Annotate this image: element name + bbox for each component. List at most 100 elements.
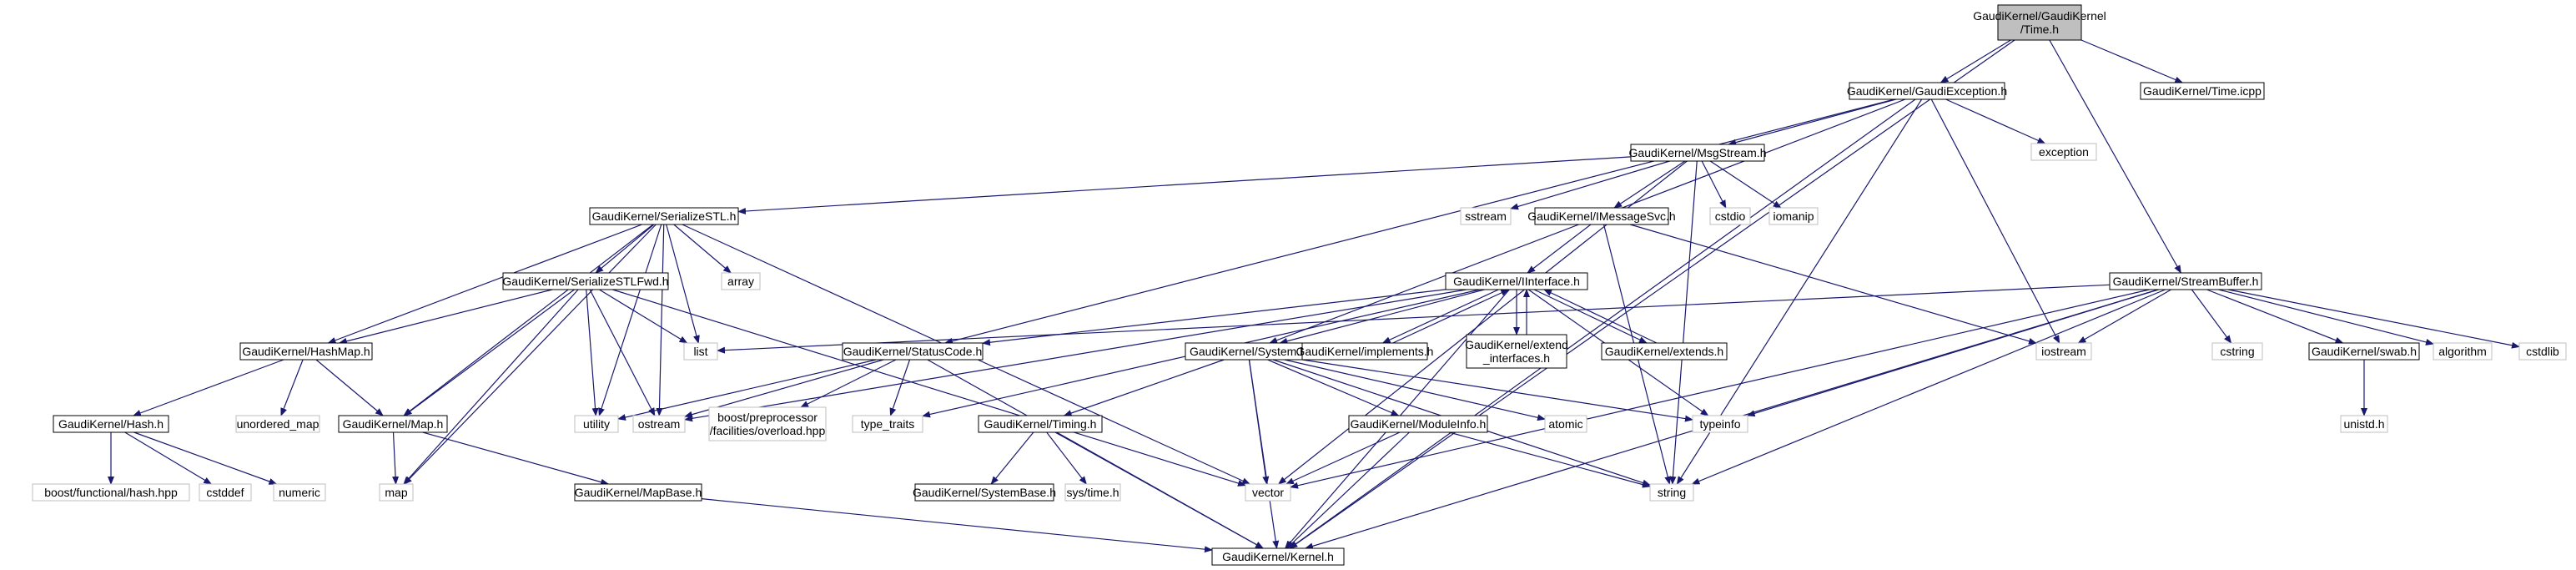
node-timeicpp[interactable]: GaudiKernel/Time.icpp <box>2140 82 2265 100</box>
node-label: ostream <box>638 417 681 431</box>
edge-gaudiexc-to-statuscode <box>944 98 1895 345</box>
node-box <box>1064 483 1121 502</box>
node-box <box>2211 342 2263 361</box>
node-system[interactable]: GaudiKernel/System.h <box>1185 342 1311 361</box>
edge-mapbase-to-kernel <box>701 498 1213 553</box>
edge-iinterface-to-system <box>1279 289 1485 345</box>
edge-serstl-to-map <box>404 224 657 485</box>
node-implements[interactable]: GaudiKernel/implements.h <box>1296 342 1434 361</box>
edge-serstlfwd-to-hashmap <box>338 289 553 345</box>
node-box <box>1211 547 1345 566</box>
node-box <box>589 207 739 225</box>
node-ostream: ostream <box>632 415 686 433</box>
node-cstddef: cstddef <box>199 483 252 502</box>
node-label: GaudiKernel/IInterface.h <box>1453 275 1580 288</box>
node-box <box>1245 483 1291 502</box>
edge-imsgsvc-to-iinterface <box>1527 224 1592 274</box>
node-cstdio: cstdio <box>1709 207 1751 225</box>
edge-system-to-moduleinfo <box>1267 359 1400 416</box>
edge-map_h-to-map <box>392 431 400 485</box>
edge-hashmap-to-map_h <box>315 359 384 416</box>
node-label: sys/time.h <box>1066 486 1119 499</box>
edge-streambuf-to-cstdlib <box>2227 289 2520 349</box>
node-extends[interactable]: GaudiKernel/extends.h <box>1601 342 1728 361</box>
edge-imsgsvc-to-iostream <box>1630 224 2037 345</box>
file-nodes: GaudiKernel/GaudiKernel/Time.hGaudiKerne… <box>32 4 2567 566</box>
node-swab[interactable]: GaudiKernel/swab.h <box>2308 342 2420 361</box>
edge-serstl-to-hashmap <box>327 224 642 344</box>
node-box <box>574 415 619 433</box>
node-serstl[interactable]: GaudiKernel/SerializeSTL.h <box>589 207 739 225</box>
node-box <box>1534 207 1669 225</box>
node-label: type_traits <box>861 417 915 431</box>
edge-streambuf-to-list <box>717 284 2111 354</box>
node-map_h[interactable]: GaudiKernel/Map.h <box>338 415 448 433</box>
node-cstdlib: cstdlib <box>2518 342 2567 361</box>
node-hashmap[interactable]: GaudiKernel/HashMap.h <box>239 342 373 361</box>
node-label: array <box>727 275 754 288</box>
node-label: GaudiKernel/StatusCode.h <box>843 345 983 358</box>
dependency-edges <box>108 39 2520 553</box>
node-label: GaudiKernel/GaudiException.h <box>1847 84 2007 98</box>
node-box <box>2109 272 2262 290</box>
edge-timing-to-systembase <box>990 431 1034 485</box>
edge-statuscode-to-typetraits <box>889 359 911 416</box>
node-iinterface[interactable]: GaudiKernel/IInterface.h <box>1445 272 1588 290</box>
edge-system-to-typeinfo <box>1301 359 1693 422</box>
node-label: cstdio <box>1715 209 1746 223</box>
node-label: boost/preprocessor <box>717 411 818 424</box>
node-msgstream[interactable]: GaudiKernel/MsgStream.h <box>1629 144 1767 162</box>
node-label: numeric <box>279 486 320 499</box>
edge-hashmap-to-hash <box>132 359 284 416</box>
node-label: GaudiKernel/StreamBuffer.h <box>2113 275 2259 288</box>
node-label: GaudiKernel/Time.icpp <box>2143 84 2262 98</box>
node-utility: utility <box>574 415 619 433</box>
node-box <box>2518 342 2567 361</box>
node-box <box>273 483 326 502</box>
node-systembase[interactable]: GaudiKernel/SystemBase.h <box>913 483 1056 502</box>
node-label: cstdlib <box>2526 345 2559 358</box>
node-mapbase[interactable]: GaudiKernel/MapBase.h <box>574 483 702 502</box>
node-box <box>721 272 761 290</box>
node-gaudiexc[interactable]: GaudiKernel/GaudiException.h <box>1847 82 2007 100</box>
node-streambuf[interactable]: GaudiKernel/StreamBuffer.h <box>2109 272 2262 290</box>
edge-statuscode-to-boostpp <box>800 359 897 408</box>
node-kernel[interactable]: GaudiKernel/Kernel.h <box>1211 547 1345 566</box>
node-box <box>1460 207 1512 225</box>
edge-streambuf-to-vector <box>1290 289 2150 489</box>
node-label: GaudiKernel/GaudiKernel <box>1973 9 2106 23</box>
node-box <box>852 415 923 433</box>
node-label: iomanip <box>1773 209 1814 223</box>
edge-serstlfwd-to-map <box>403 289 579 485</box>
edge-serstlfwd-to-vector <box>612 289 1246 487</box>
node-numeric: numeric <box>273 483 326 502</box>
node-label: GaudiKernel/Timing.h <box>984 417 1097 431</box>
edge-serstlfwd-to-ostream <box>589 289 656 416</box>
node-imsgsvc[interactable]: GaudiKernel/IMessageSvc.h <box>1527 207 1676 225</box>
node-hash[interactable]: GaudiKernel/Hash.h <box>53 415 169 433</box>
node-systime: sys/time.h <box>1064 483 1121 502</box>
edge-time-to-streambuf <box>2049 39 2181 274</box>
node-moduleinfo[interactable]: GaudiKernel/ModuleInfo.h <box>1348 415 1488 433</box>
edge-serstlfwd-to-utility <box>586 289 599 416</box>
node-label: GaudiKernel/implements.h <box>1296 345 1434 358</box>
node-label: cstring <box>2220 345 2254 358</box>
edge-iinterface-to-ostream <box>684 289 1467 422</box>
node-string: string <box>1649 483 1694 502</box>
node-box <box>1348 415 1488 433</box>
node-label: GaudiKernel/MsgStream.h <box>1629 146 1767 159</box>
node-box <box>632 415 686 433</box>
node-box <box>1466 334 1567 369</box>
edge-gaudiexc-to-iostream <box>1930 98 2060 344</box>
node-box <box>978 415 1103 433</box>
node-unordmap: unordered_map <box>235 415 320 433</box>
node-timing[interactable]: GaudiKernel/Timing.h <box>978 415 1103 433</box>
node-box <box>683 342 718 361</box>
node-atomic: atomic <box>1544 415 1587 433</box>
node-serstlfwd[interactable]: GaudiKernel/SerializeSTLFwd.h <box>502 272 669 290</box>
node-extendif[interactable]: GaudiKernel/extend_interfaces.h <box>1465 334 1568 369</box>
node-time[interactable]: GaudiKernel/GaudiKernel/Time.h <box>1973 4 2106 41</box>
node-iomanip: iomanip <box>1768 207 1819 225</box>
node-statuscode[interactable]: GaudiKernel/StatusCode.h <box>842 342 984 361</box>
edge-gaudiexc-to-kernel <box>1289 98 1916 549</box>
